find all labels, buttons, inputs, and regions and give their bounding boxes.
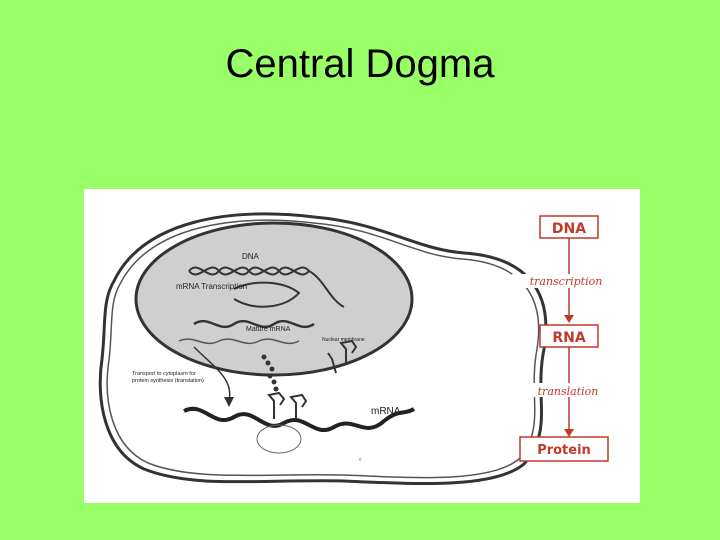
dna-strand-right: [308, 270, 345, 308]
slide-title: Central Dogma: [225, 42, 495, 86]
label-mrna: mRNA: [371, 406, 401, 417]
polypeptide-chain: [261, 354, 279, 392]
label-transport: Transport to cytoplasm for: [132, 371, 196, 377]
arrowhead-dna-to-rna: [564, 315, 574, 323]
figure-svg: DNA mRNA Transcription Mature mRNA Nucle…: [98, 212, 616, 486]
ribosome: [256, 424, 302, 454]
protein-box: [519, 436, 609, 462]
central-dogma-figure: DNA mRNA Transcription Mature mRNA Nucle…: [84, 189, 640, 503]
trna-1: [267, 391, 286, 419]
dna-strand-2: [188, 266, 310, 276]
mrna-strand-lower: [178, 338, 300, 345]
dna-box-label: DNA: [552, 221, 586, 237]
protein-box-label: Protein: [537, 443, 591, 458]
label-copyright: ©: [359, 458, 362, 462]
rna-box-label: RNA: [552, 330, 585, 346]
translation-label: translation: [538, 385, 599, 398]
cytoplasm-mrna: [183, 406, 416, 432]
trna-2: [289, 393, 308, 419]
label-dna: DNA: [242, 252, 260, 261]
label-nuclear-membrane: Nuclear membrane: [322, 337, 365, 343]
transport-arrow: [193, 346, 231, 402]
transcription-bubble: [233, 281, 301, 308]
label-mature-mrna: Mature mRNA: [246, 326, 291, 333]
arrowhead-rna-to-protein: [564, 429, 574, 437]
label-transport-2: protein synthesis (translation): [132, 378, 204, 384]
trna-4: [327, 352, 337, 374]
transcription-label-bg: [512, 274, 616, 288]
transport-arrowhead: [224, 397, 234, 407]
trna-3: [339, 339, 358, 365]
translation-label-bg: [520, 383, 616, 397]
mrna-in-nucleus: [193, 319, 315, 329]
transcription-label: transcription: [530, 275, 603, 288]
nucleus: [134, 221, 414, 377]
label-mrna-transcription: mRNA Transcription: [176, 282, 247, 291]
